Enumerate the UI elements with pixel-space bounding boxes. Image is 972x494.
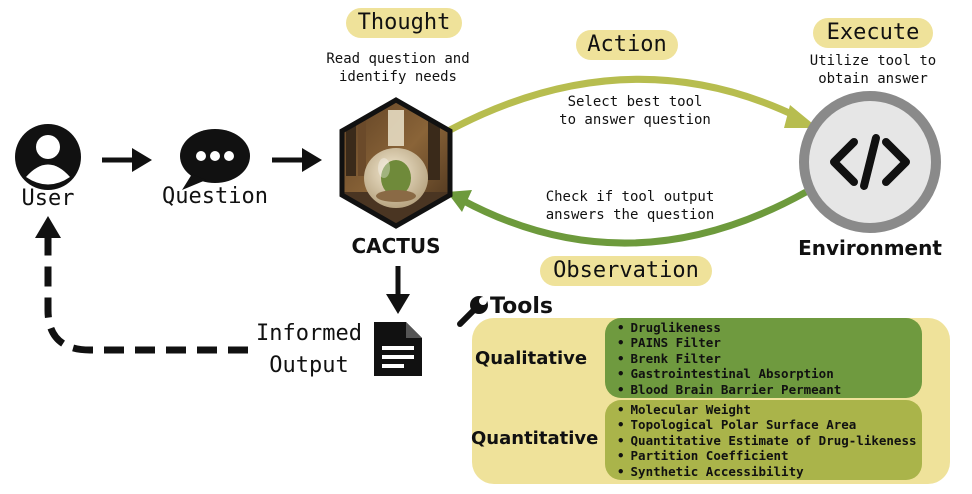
action-arrowhead [784,105,818,128]
execute-caption-line-1: Utilize tool to [809,53,937,69]
list-item: Molecular Weight [617,402,922,417]
question-label: Question [162,184,268,209]
execute-caption: Utilize tool to obtain answer [790,52,956,88]
qualitative-title: Qualitative [475,348,588,369]
quantitative-box: Molecular Weight Topological Polar Surfa… [605,400,922,480]
cactus-flask-hexagon-icon [339,97,453,229]
thought-pill: Thought [346,8,462,38]
quantitative-title: Quantitative [471,428,599,449]
thought-caption: Read question and identify needs [300,50,496,86]
action-caption-line-2: to answer question [559,112,711,128]
observation-caption-line-1: Check if tool output [545,189,715,205]
informed-output-label: Informed Output [242,318,376,382]
wrench-icon [457,296,488,327]
observation-caption-line-2: answers the question [545,207,715,223]
quantitative-list: Molecular Weight Topological Polar Surfa… [617,402,922,479]
action-arrow [448,75,802,134]
tools-title: Tools [490,294,553,319]
document-icon [374,322,422,376]
list-item: Topological Polar Surface Area [617,417,922,432]
cactus-label: CACTUS [351,234,441,258]
observation-caption: Check if tool output answers the questio… [524,188,736,224]
cactus-to-output-arrowhead [386,294,410,314]
list-item: PAINS Filter [617,335,922,350]
thought-caption-line-1: Read question and [326,51,470,67]
user-node: User [10,120,86,220]
execute-caption-line-2: obtain answer [818,71,928,87]
qualitative-list: Druglikeness PAINS Filter Brenk Filter G… [617,320,922,397]
speech-bubble-icon [180,129,250,190]
thought-caption-line-2: identify needs [338,69,457,85]
action-pill: Action [576,30,678,60]
informed-output-line-1: Informed [256,321,362,346]
output-to-user-arrowhead [35,216,61,238]
list-item: Partition Coefficient [617,448,922,463]
output-to-user-dashed-arrow [44,236,248,354]
action-caption: Select best tool to answer question [540,93,730,129]
list-item: Synthetic Accessibility [617,464,922,479]
list-item: Blood Brain Barrier Permeant [617,382,922,397]
tools-panel: Qualitative Druglikeness PAINS Filter Br… [471,318,950,484]
environment-label: Environment [798,236,942,260]
list-item: Gastrointestinal Absorption [617,366,922,381]
informed-output-line-2: Output [269,353,349,378]
user-to-question-arrowhead [132,148,152,172]
qualitative-box: Druglikeness PAINS Filter Brenk Filter G… [605,318,922,398]
question-node: Question [150,128,280,218]
observation-arrow [460,188,808,247]
observation-arrowhead [447,190,472,212]
user-icon [15,124,81,190]
list-item: Quantitative Estimate of Drug-likeness [617,433,922,448]
list-item: Druglikeness [617,320,922,335]
code-brackets-icon [799,91,941,233]
execute-pill: Execute [813,18,933,48]
question-to-cactus-arrowhead [302,148,322,172]
list-item: Brenk Filter [617,351,922,366]
user-label: User [21,186,75,211]
action-caption-line-1: Select best tool [567,94,703,110]
observation-pill: Observation [540,256,712,286]
